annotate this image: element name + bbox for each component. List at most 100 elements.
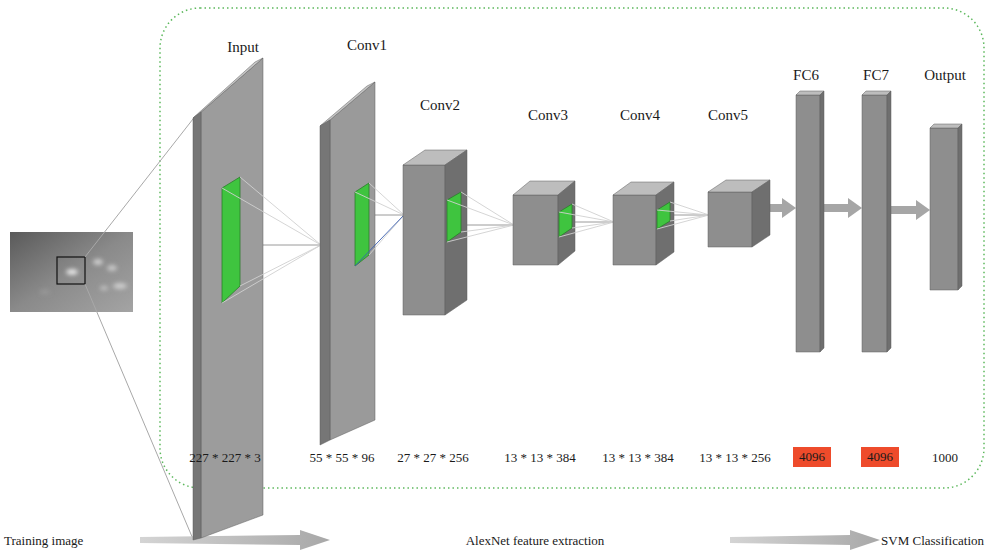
receptive-field-line — [369, 183, 404, 215]
block-shape — [862, 91, 891, 352]
crop-line — [85, 284, 193, 539]
block-face — [201, 58, 263, 538]
layer-block: Conv4 — [613, 182, 674, 265]
dimension-label: 13 * 13 * 384 — [602, 450, 674, 466]
flow-arrow — [140, 530, 330, 550]
block-face — [656, 182, 674, 265]
dimension-label: 1000 — [932, 450, 958, 466]
crop-square — [57, 257, 85, 284]
block-face — [403, 165, 445, 315]
layer-name: Conv3 — [528, 107, 568, 124]
block-face — [796, 95, 820, 352]
layer-name: Conv4 — [620, 107, 660, 124]
dimension-label: 13 * 13 * 256 — [699, 450, 771, 466]
kernel-patch — [222, 177, 240, 303]
receptive-field-line — [461, 225, 514, 232]
image-blobs — [40, 259, 127, 294]
block-shape — [193, 58, 263, 540]
layer-name: Input — [227, 39, 259, 56]
dimension-label: 55 * 55 * 96 — [310, 450, 375, 466]
receptive-field-line — [355, 215, 404, 266]
feature-map-link — [263, 245, 320, 246]
block-face — [752, 180, 770, 247]
feature-size-box: 4096 — [793, 447, 831, 467]
dotted-frame — [160, 8, 984, 488]
layer-name: FC6 — [793, 67, 819, 84]
feature-map-link — [467, 225, 513, 226]
block-face — [887, 91, 891, 352]
stage-label: AlexNet feature extraction — [466, 533, 605, 549]
stage-label: SVM Classification — [881, 533, 984, 549]
layer-block: Conv3 — [513, 181, 575, 265]
layer-name: Conv1 — [347, 37, 387, 54]
block-face — [930, 128, 958, 290]
block-face — [613, 195, 656, 265]
block-face — [820, 91, 824, 352]
receptive-field-line — [559, 212, 614, 222]
layer-name: Output — [924, 67, 966, 84]
dimension-label: 27 * 27 * 256 — [397, 450, 469, 466]
receptive-field-line — [240, 245, 321, 286]
layer-block: Conv1 — [320, 82, 375, 445]
layer-name: FC7 — [863, 67, 889, 84]
dimension-label: 227 * 227 * 3 — [189, 450, 261, 466]
blob — [40, 290, 50, 294]
receptive-field-line — [670, 202, 709, 215]
block-face — [796, 91, 824, 95]
layer-block: Conv5 — [708, 180, 770, 247]
training-image — [10, 232, 133, 312]
blob — [107, 265, 117, 271]
receptive-field-line — [657, 215, 709, 229]
block-face — [445, 150, 467, 315]
feature-size-box: 4096 — [861, 447, 899, 467]
image-ground — [10, 232, 133, 312]
feature-size: 4096 — [867, 449, 893, 464]
receptive-field-line — [447, 225, 514, 242]
receptive-field-line — [559, 222, 614, 237]
receptive-field-line — [222, 188, 321, 245]
layer-name: Conv2 — [420, 97, 460, 114]
block-shape — [930, 124, 962, 290]
block-face — [958, 124, 962, 290]
block-face — [930, 124, 962, 128]
layer-block: Input — [193, 58, 263, 540]
flow-arrow — [730, 530, 880, 550]
receptive-field-line — [572, 204, 614, 222]
layer-block: FC6 — [796, 91, 824, 352]
block-face — [708, 192, 752, 247]
block-shape — [613, 182, 674, 265]
kernel-patch — [657, 202, 670, 229]
layer-block: Output — [930, 124, 962, 290]
flow-arrow — [824, 204, 848, 212]
layer-block: Conv2 — [403, 150, 467, 315]
flow-arrow — [770, 204, 782, 212]
kernel-patch — [559, 204, 572, 237]
receptive-field-line — [572, 222, 614, 228]
block-face — [330, 82, 375, 440]
layer-name: Conv5 — [708, 107, 748, 124]
receptive-field-line — [355, 192, 404, 215]
block-face — [513, 195, 558, 265]
block-shape — [403, 150, 467, 315]
blob — [93, 259, 103, 265]
block-face — [862, 95, 887, 352]
block-face — [320, 82, 375, 126]
block-shape — [708, 180, 770, 247]
block-face — [320, 120, 330, 445]
layer-block: FC7 — [862, 91, 891, 352]
receptive-field-line — [461, 192, 514, 225]
block-face — [862, 91, 891, 95]
receptive-field-line — [240, 177, 321, 245]
block-shape — [796, 91, 824, 352]
block-shape — [320, 82, 375, 445]
dimension-label: 13 * 13 * 384 — [504, 450, 576, 466]
stage-label: Training image — [4, 533, 83, 549]
receptive-field-line — [222, 245, 321, 303]
feature-map-link — [575, 222, 613, 223]
crop-line — [85, 119, 193, 257]
feature-size: 4096 — [799, 449, 825, 464]
